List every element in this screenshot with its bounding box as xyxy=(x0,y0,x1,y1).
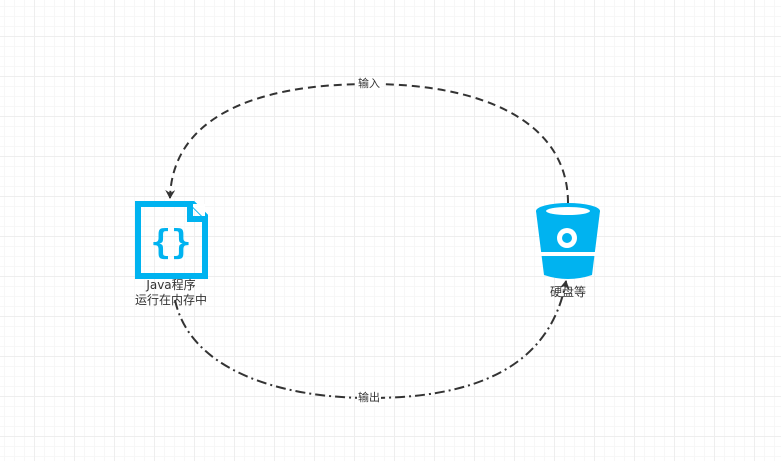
code-file-icon[interactable]: {} xyxy=(135,201,208,279)
svg-text:{}: {} xyxy=(151,223,192,263)
java-program-label: Java程序 运行在内存中 xyxy=(121,278,221,308)
input-arrow[interactable] xyxy=(165,82,569,204)
bucket-disk-icon[interactable] xyxy=(536,203,600,279)
input-edge-label: 输入 xyxy=(357,77,381,90)
disk-label: 硬盘等 xyxy=(549,285,586,299)
java-program-label-line2: 运行在内存中 xyxy=(134,293,207,307)
output-arrow[interactable] xyxy=(174,280,570,400)
output-edge-label: 输出 xyxy=(357,391,381,404)
java-program-label-line1: Java程序 xyxy=(146,278,196,292)
